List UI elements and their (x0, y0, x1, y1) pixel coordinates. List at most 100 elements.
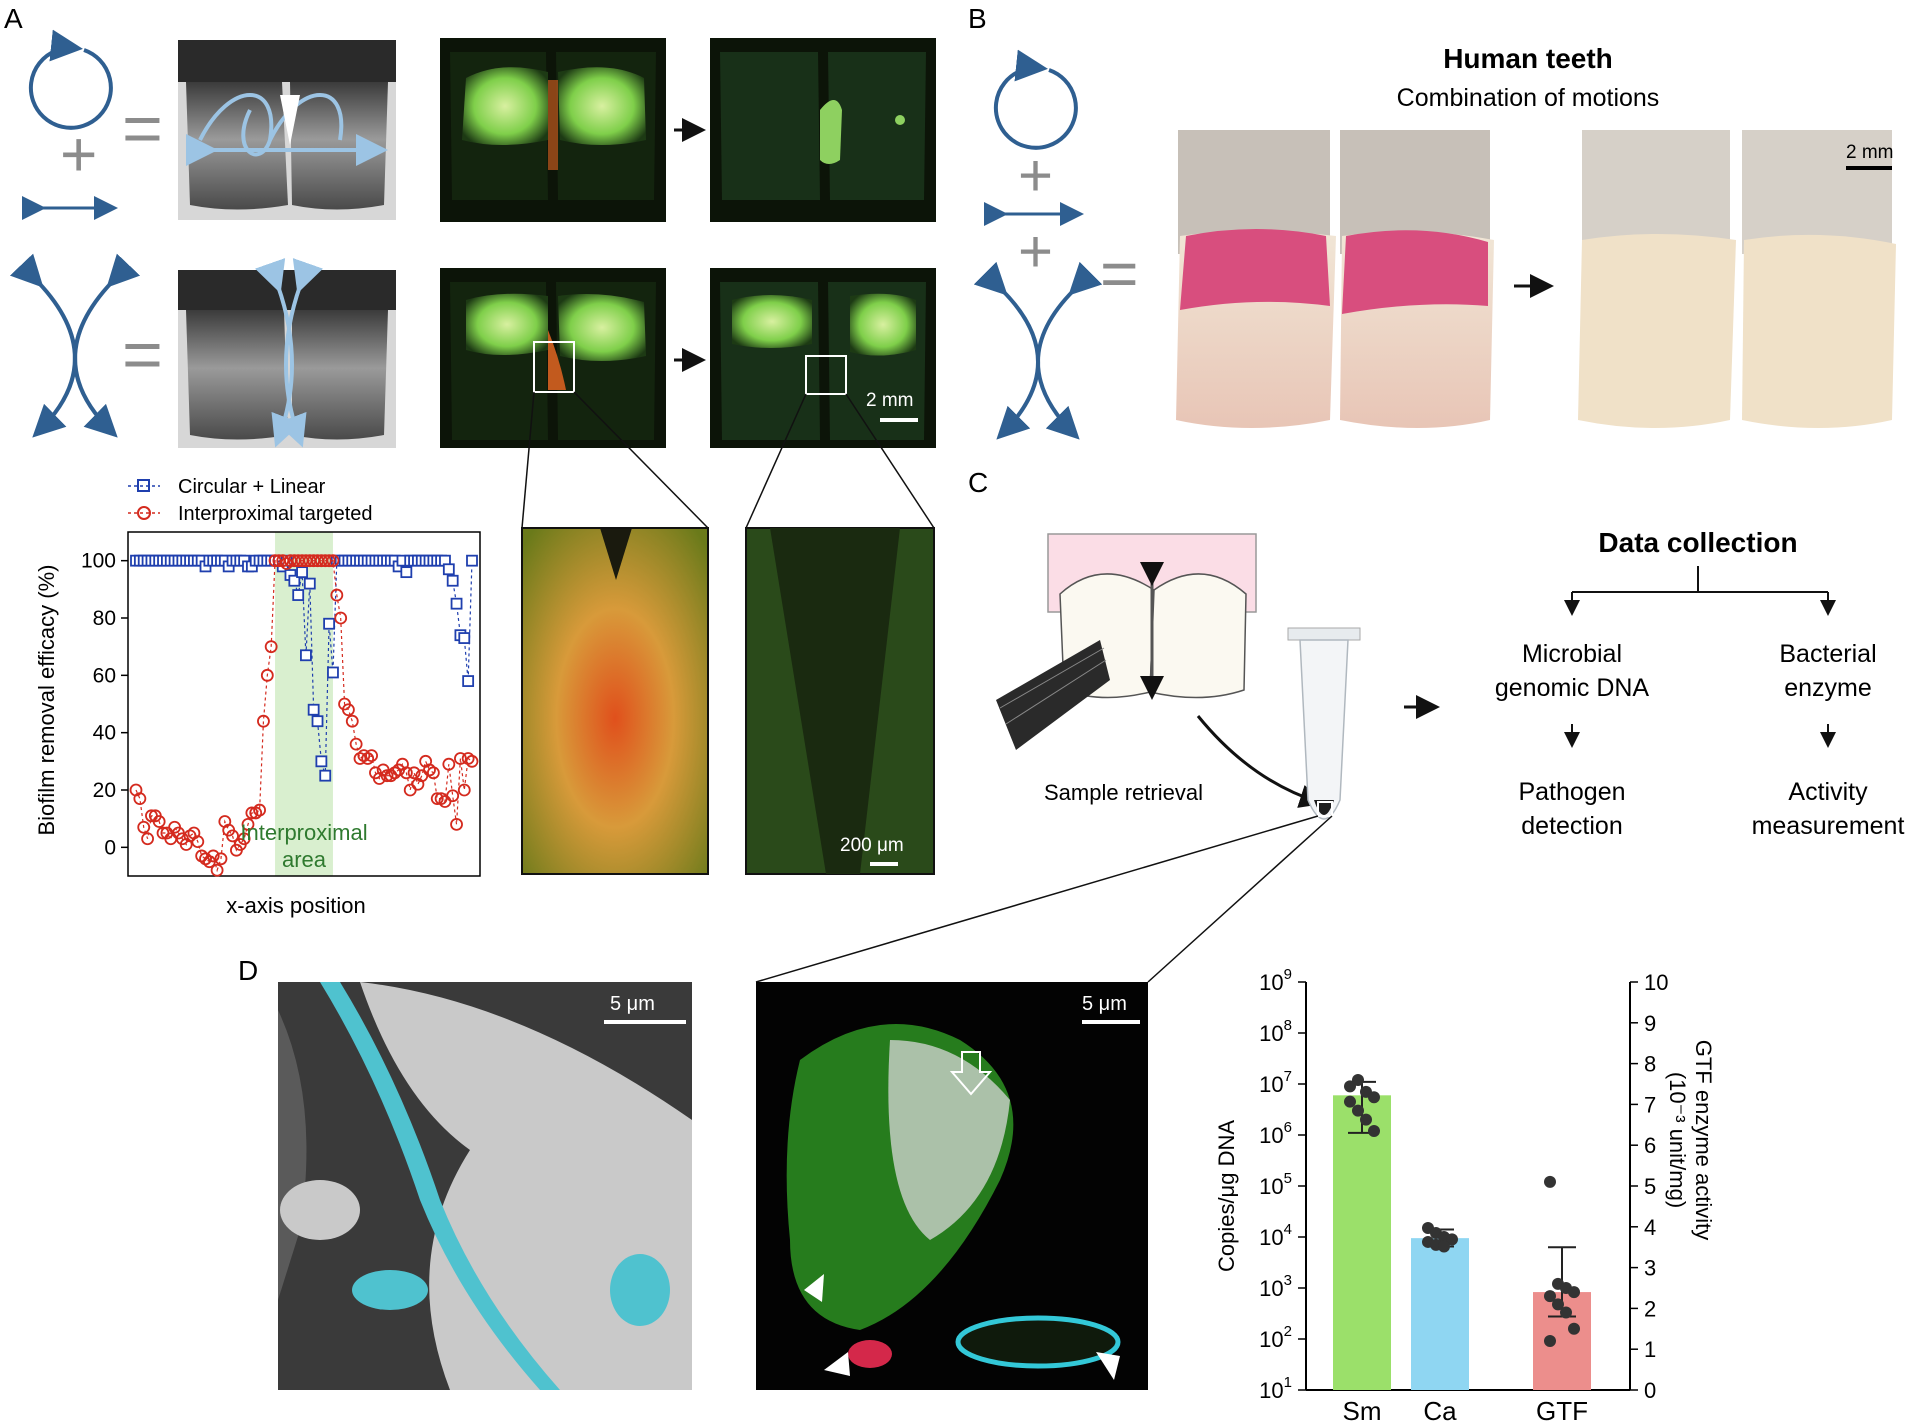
left-y-tick-exponent: 9 (1284, 966, 1292, 983)
left-y-tick-exponent: 3 (1284, 1272, 1292, 1289)
data-point-circle (257, 714, 270, 728)
data-point-square (442, 563, 455, 576)
data-point (1344, 1080, 1356, 1093)
plus-sign: + (1018, 218, 1053, 285)
left-y-tick-exponent: 8 (1284, 1017, 1292, 1034)
data-point-circle (137, 820, 151, 834)
zoom-connector-lines (521, 391, 935, 529)
data-point-circle (264, 640, 278, 654)
data-point (1352, 1073, 1364, 1086)
data-point-circle (214, 852, 228, 866)
data-point-square (319, 769, 332, 782)
data-point-square (462, 675, 475, 687)
data-point-square (315, 755, 328, 768)
data-point-square (300, 649, 312, 662)
sample-retrieval-label: Sample retrieval (1044, 780, 1203, 805)
scale-bar-label-200um: 200 μm (840, 835, 904, 856)
data-collection-branch-lines (1564, 566, 1836, 748)
data-point-circle (465, 754, 479, 768)
data-point-circle (446, 789, 460, 803)
data-point (1544, 1175, 1556, 1188)
data-point-circle (457, 783, 471, 797)
branch-left-line2: genomic DNA (1495, 674, 1650, 702)
data-point (1360, 1113, 1372, 1126)
scale-bar-label-fluor: 5 μm (1082, 993, 1127, 1015)
right-y-tick-label: 4 (1644, 1215, 1656, 1240)
panel-b-title: Human teeth (1443, 43, 1613, 74)
zoom-connector-lines (755, 815, 1333, 983)
equals-sign: = (1100, 236, 1139, 310)
data-point-circle (191, 835, 205, 848)
data-point-circle (454, 752, 467, 765)
data-point-circle (206, 849, 220, 863)
y-tick-label: 20 (93, 779, 116, 802)
data-point-circle (334, 611, 348, 625)
data-point-circle (268, 554, 282, 568)
data-point-square (311, 715, 324, 728)
data-point-square (307, 703, 320, 716)
sample-tube-illustration (1287, 627, 1361, 820)
data-point-circle (330, 588, 344, 602)
equals-sign: = (122, 89, 163, 167)
left-y-tick-label: 104 (1259, 1221, 1292, 1250)
result-right-line2: measurement (1752, 812, 1905, 840)
result-left-line1: Pathogen (1518, 778, 1625, 806)
circular-motion-icon (993, 49, 1078, 150)
data-point-square (446, 574, 459, 587)
data-point-circle (210, 863, 224, 877)
data-point-circle (426, 766, 440, 780)
bar-sm (1333, 1095, 1391, 1390)
y-tick-label: 60 (93, 664, 116, 687)
branch-left-line1: Microbial (1522, 640, 1622, 668)
right-y-tick-label: 1 (1644, 1337, 1656, 1362)
left-y-tick-label: 106 (1259, 1119, 1292, 1148)
data-point-square (296, 566, 308, 579)
x-category-label: Sm (1343, 1396, 1382, 1422)
right-y-tick-label: 3 (1644, 1256, 1656, 1281)
right-y-tick-label: 0 (1644, 1378, 1656, 1403)
bar-ca (1411, 1238, 1469, 1390)
interproximal-motion-icon (973, 261, 1103, 440)
chart-legend: Circular + Linear Interproximal targeted (128, 476, 373, 525)
left-y-tick-label: 102 (1259, 1323, 1292, 1352)
tooth-model-photo-circular (178, 40, 396, 220)
legend-label-interproximal: Interproximal targeted (178, 503, 373, 525)
data-point (1568, 1286, 1580, 1299)
panel-letter-c: C (968, 467, 988, 498)
left-y-tick-label: 105 (1259, 1170, 1292, 1199)
right-y-tick-label: 8 (1644, 1052, 1656, 1077)
left-y-tick-exponent: 2 (1284, 1323, 1292, 1340)
left-y-tick-exponent: 4 (1284, 1221, 1292, 1238)
branch-right-line2: enzyme (1784, 674, 1872, 702)
data-point-circle (365, 749, 378, 762)
data-point-circle (380, 769, 394, 783)
data-point-square (303, 577, 316, 590)
left-y-tick-label: 108 (1259, 1017, 1292, 1046)
panel-letter-a: A (4, 3, 23, 34)
data-point-square (458, 632, 471, 644)
brush-bristles-illustration (996, 640, 1110, 750)
left-y-axis-label: Copies/μg DNA (1214, 1120, 1239, 1272)
data-point-circle (152, 815, 166, 828)
left-y-tick-label: 109 (1259, 966, 1292, 995)
copies-and-activity-chart: 101102103104105106107108109012345678910 … (1259, 966, 1668, 1422)
panel-b-subtitle: Combination of motions (1397, 84, 1660, 112)
data-point-circle (253, 803, 266, 817)
plus-sign: + (60, 118, 97, 190)
right-y-tick-label: 7 (1644, 1092, 1656, 1117)
data-point-square (288, 574, 301, 587)
zoom-image-after (745, 527, 935, 875)
result-right-line1: Activity (1788, 778, 1868, 806)
fluorescence-image-after-interproximal (710, 268, 936, 448)
legend-marker-square (137, 479, 150, 492)
y-axis-label: Biofilm removal efficacy (%) (34, 565, 59, 836)
tooth-model-photo-interproximal (178, 258, 396, 448)
data-point-circle (226, 829, 239, 843)
scale-bar-label-sem: 5 μm (610, 993, 655, 1015)
data-point (1544, 1290, 1556, 1303)
fluorescence-image-after-circular (710, 38, 936, 222)
data-point-circle (133, 792, 147, 805)
data-point (1560, 1306, 1572, 1319)
